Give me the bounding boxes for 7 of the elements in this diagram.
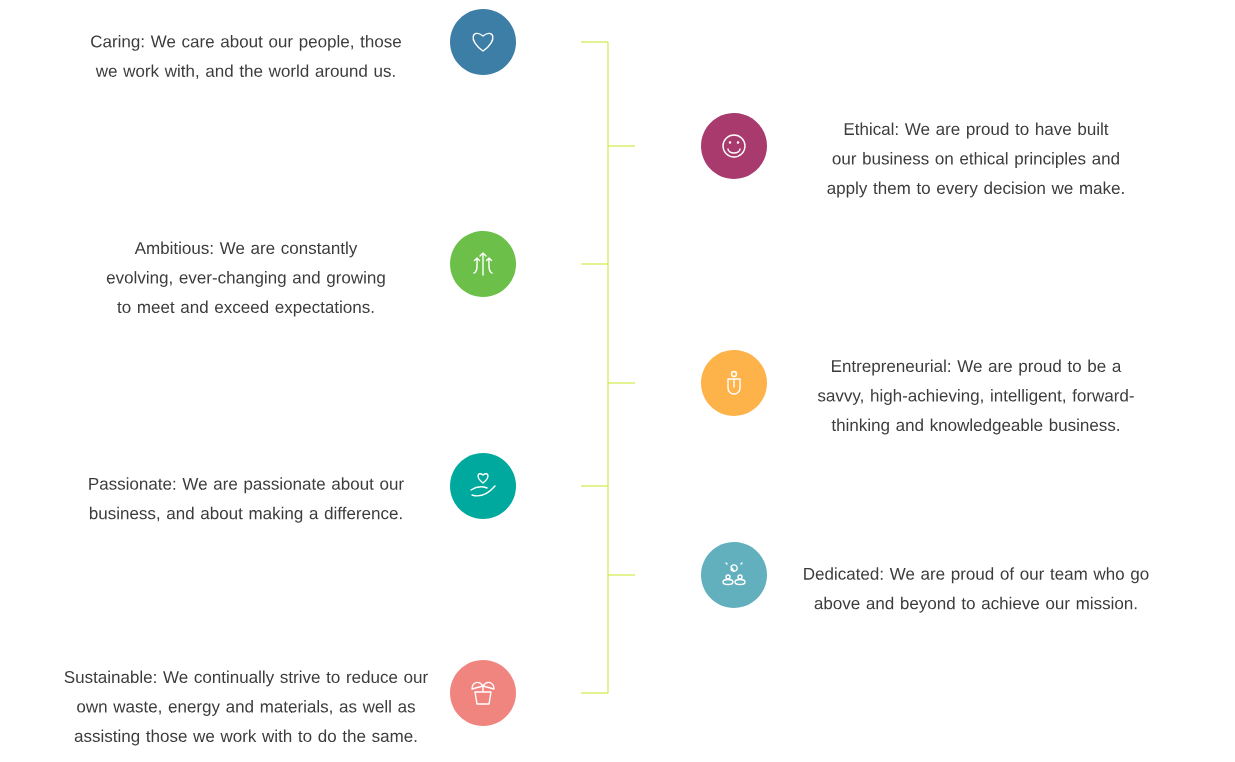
value-description: Caring: We care about our people, those we work with, and the world around us. [91,35,401,79]
value-description: Ethical: We are proud to have built our business on ethical principles and apply them to every decision we make. [827,122,1124,198]
value-description: Ambitious: We are constantly evolving, ever-changing and growing to meet and exceed expectations. [106,241,385,317]
value-description: Dedicated: We are proud of our team who go above and beyond to achieve our mission. [804,567,1149,613]
value-description: Sustainable: We continually strive to reduce our own waste, energy and materials, as well as assisting those we work with to do the same. [64,670,428,746]
value-description: Passionate: We are passionate about our business, and about making a difference. [89,477,404,523]
value-description: Entrepreneurial: We are proud to be a savvy, high-achieving, intelligent, forward-thinking and knowledgeable business. [817,359,1134,435]
